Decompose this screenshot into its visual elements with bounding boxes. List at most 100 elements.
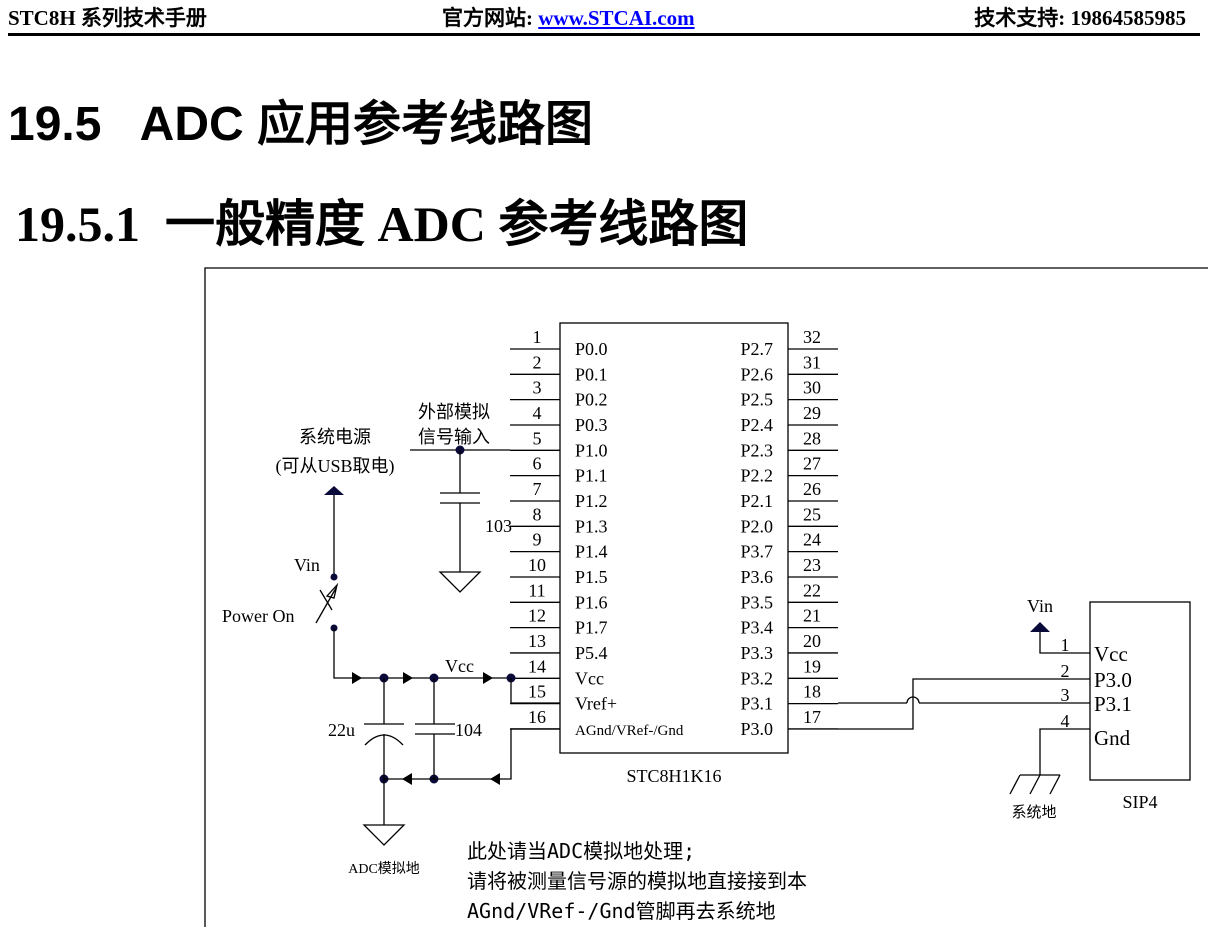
pin-number: 5 [533, 428, 542, 448]
pin-number: 3 [533, 378, 542, 398]
note-line-2: 请将被测量信号源的模拟地直接接到本 [467, 869, 807, 893]
pin-number: 2 [533, 352, 542, 372]
connector-pin-number: 1 [1061, 635, 1070, 655]
connector-pin-label: Gnd [1094, 726, 1131, 750]
pin-label: P3.1 [740, 694, 773, 714]
header-rule [8, 33, 1200, 36]
pin-label: P1.3 [575, 516, 608, 536]
power-switch-icon [315, 587, 337, 624]
pin-number: 20 [803, 631, 821, 651]
header-support: 技术支持: 19864585985 [974, 6, 1186, 30]
pin-label: P1.6 [575, 592, 608, 612]
pin-label: P0.1 [575, 364, 608, 384]
cap-103-label: 103 [485, 516, 512, 536]
pin-label: P2.3 [740, 440, 773, 460]
chip-pins: 1P0.0 2P0.1 3P0.2 4P0.3 5P1.0 6P1.1 7P1.2 8P1.3… [510, 327, 838, 739]
pin-label: P3.4 [740, 618, 773, 638]
pin-number: 6 [533, 454, 542, 474]
pin-number: 4 [533, 403, 542, 423]
pin-number: 12 [528, 606, 546, 626]
power-arrow-icon [324, 486, 344, 495]
pin-number: 23 [803, 555, 821, 575]
pin-number: 28 [803, 428, 821, 448]
subsection-title: 19.5.1 一般精度 ADC 参考线路图 [15, 196, 749, 252]
pin-label: P0.2 [575, 390, 608, 410]
pin-number: 15 [528, 682, 546, 702]
pin-number: 14 [528, 656, 546, 676]
pin-number: 31 [803, 352, 821, 372]
pin-label: P3.5 [740, 592, 773, 612]
pin-label: P2.5 [740, 390, 773, 410]
pin-number: 19 [803, 656, 821, 676]
vin-label: Vin [294, 555, 320, 575]
connector-pin-label: P3.1 [1094, 692, 1132, 716]
cap-22u-label: 22u [328, 720, 355, 740]
ground-icon [438, 571, 482, 593]
cap-104-label: 104 [455, 720, 482, 740]
pin-label: P1.1 [575, 466, 608, 486]
pin-label: AGnd/VRef-/Gnd [575, 723, 684, 739]
figure-frame [204, 267, 1208, 927]
analog-input-label-2: 信号输入 [418, 427, 490, 447]
pin-label: P2.6 [740, 364, 773, 384]
website-label: 官方网站: [442, 6, 539, 30]
connector-vin-label: Vin [1027, 596, 1053, 616]
pin-label: P2.4 [740, 415, 773, 435]
connector-pin-label: Vcc [1094, 642, 1128, 666]
pin-number: 17 [803, 707, 821, 727]
pin-label: P3.2 [740, 668, 773, 688]
website-link[interactable]: www.STCAI.com [538, 6, 695, 30]
pin-number: 27 [803, 454, 821, 474]
connector-pin-number: 4 [1061, 711, 1070, 731]
pin-number: 18 [803, 682, 821, 702]
note-line-3: AGnd/VRef-/Gnd管脚再去系统地 [467, 899, 776, 923]
vcc-label: Vcc [445, 656, 474, 676]
pin-label: P1.5 [575, 567, 608, 587]
pin-label: Vcc [575, 668, 604, 688]
pin-number: 11 [528, 580, 545, 600]
chip-name: STC8H1K16 [626, 766, 721, 786]
pin-label: P1.2 [575, 491, 608, 511]
pin-label: P1.4 [575, 542, 608, 562]
power-label-1: 系统电源 [299, 427, 371, 447]
pin-number: 13 [528, 631, 546, 651]
pin-label: P3.6 [740, 567, 773, 587]
pin-label: P2.7 [740, 339, 773, 359]
pin-label: P0.3 [575, 415, 608, 435]
adc-ground-icon [362, 824, 406, 846]
pin-label: P0.0 [575, 339, 608, 359]
pin-label: P1.7 [575, 618, 608, 638]
pin-number: 24 [803, 530, 821, 550]
connector-pin-number: 2 [1061, 661, 1070, 681]
pin-number: 29 [803, 403, 821, 423]
pin-number: 21 [803, 606, 821, 626]
pin-label: P2.2 [740, 466, 773, 486]
chip-body [559, 322, 789, 754]
pin-number: 7 [533, 479, 542, 499]
pin-label: P1.0 [575, 440, 608, 460]
header-manual-title: STC8H 系列技术手册 [8, 6, 207, 30]
adc-ground-label: ADC模拟地 [348, 861, 420, 877]
pin-number: 10 [528, 555, 546, 575]
pin-label: P2.1 [740, 491, 773, 511]
vin-arrow-icon [1030, 622, 1050, 632]
pin-label: P3.7 [740, 542, 773, 562]
pin-number: 1 [533, 327, 542, 347]
pin-number: 8 [533, 504, 542, 524]
connector-pin-number: 3 [1061, 685, 1070, 705]
pin-number: 26 [803, 479, 821, 499]
connector-name: SIP4 [1122, 792, 1157, 812]
pin-number: 32 [803, 327, 821, 347]
pin-number: 22 [803, 580, 821, 600]
pin-number: 30 [803, 378, 821, 398]
system-ground-label: 系统地 [1011, 804, 1056, 821]
analog-input-label-1: 外部模拟 [418, 402, 490, 422]
connector-pin-label: P3.0 [1094, 668, 1132, 692]
pin-label: P3.3 [740, 643, 773, 663]
power-label-2: (可从USB取电) [275, 456, 394, 477]
pin-label: P3.0 [740, 719, 773, 739]
pin-number: 25 [803, 504, 821, 524]
pin-label: P5.4 [575, 643, 608, 663]
section-title: 19.5 ADC 应用参考线路图 [8, 98, 593, 151]
pin-label: P2.0 [740, 516, 773, 536]
